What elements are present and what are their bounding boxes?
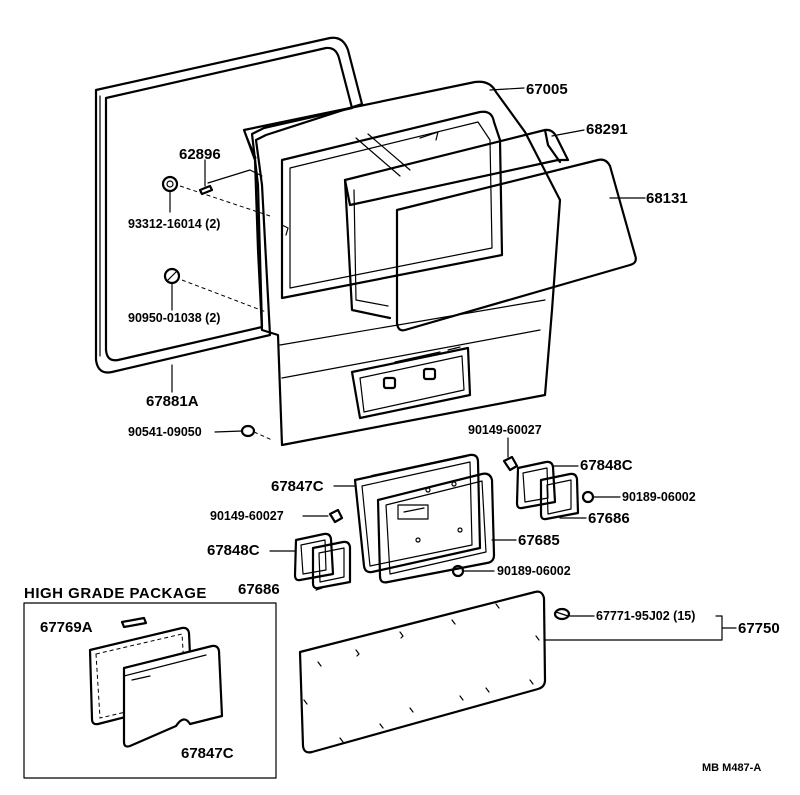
handle-right-drawing [515, 460, 580, 521]
plug-90950-drawing [163, 267, 181, 285]
part-label-67769a: 67769A [40, 619, 93, 636]
part-label-67750: 67750 [738, 620, 780, 637]
grommet-left-drawing [451, 564, 465, 578]
part-label-67848c-left: 67848C [207, 542, 260, 559]
part-label-90541: 90541-09050 [128, 425, 202, 439]
part-label-93312: 93312-16014 (2) [128, 217, 221, 231]
high-grade-package-box [23, 602, 277, 779]
part-label-90149-right: 90149-60027 [468, 423, 542, 437]
part-label-67686-left: 67686 [238, 581, 280, 598]
screw-right-drawing [502, 455, 519, 472]
window-frame-68291-drawing [343, 128, 570, 320]
package-title: HIGH GRADE PACKAGE [24, 585, 207, 602]
cushion-90541-drawing [240, 424, 256, 438]
part-label-68131: 68131 [646, 190, 688, 207]
trim-frame-67685-drawing [376, 472, 496, 584]
handle-left-drawing [293, 532, 352, 590]
back-door-glass-68131-drawing [395, 158, 637, 332]
plug-93312-drawing [161, 175, 179, 193]
part-label-90189-left: 90189-06002 [497, 564, 571, 578]
back-door-panel-67005-drawing [207, 80, 562, 447]
part-label-67847c: 67847C [271, 478, 324, 495]
part-label-67881a: 67881A [146, 393, 199, 410]
trim-board-67750-drawing [298, 590, 547, 754]
grommet-right-drawing [581, 490, 595, 504]
screw-left-drawing [328, 508, 344, 524]
trim-board-upper-67847c-drawing [353, 453, 482, 574]
part-label-90149-left: 90149-60027 [210, 509, 284, 523]
part-label-62896: 62896 [179, 146, 221, 163]
part-label-67005: 67005 [526, 81, 568, 98]
weatherstrip-67881a-drawing [94, 36, 364, 374]
part-label-90950: 90950-01038 (2) [128, 311, 221, 325]
part-label-68291: 68291 [586, 121, 628, 138]
part-label-67847c-package: 67847C [181, 745, 234, 762]
part-label-67848c-right: 67848C [580, 457, 633, 474]
leader-lines [169, 87, 737, 641]
drawing-code: MB M487-A [702, 762, 762, 774]
part-label-90189-right: 90189-06002 [622, 490, 696, 504]
part-label-67686-right: 67686 [588, 510, 630, 527]
part-label-67685: 67685 [518, 532, 560, 549]
part-label-67771: 67771-95J02 (15) [596, 609, 696, 623]
clip-67771-drawing [553, 607, 571, 621]
